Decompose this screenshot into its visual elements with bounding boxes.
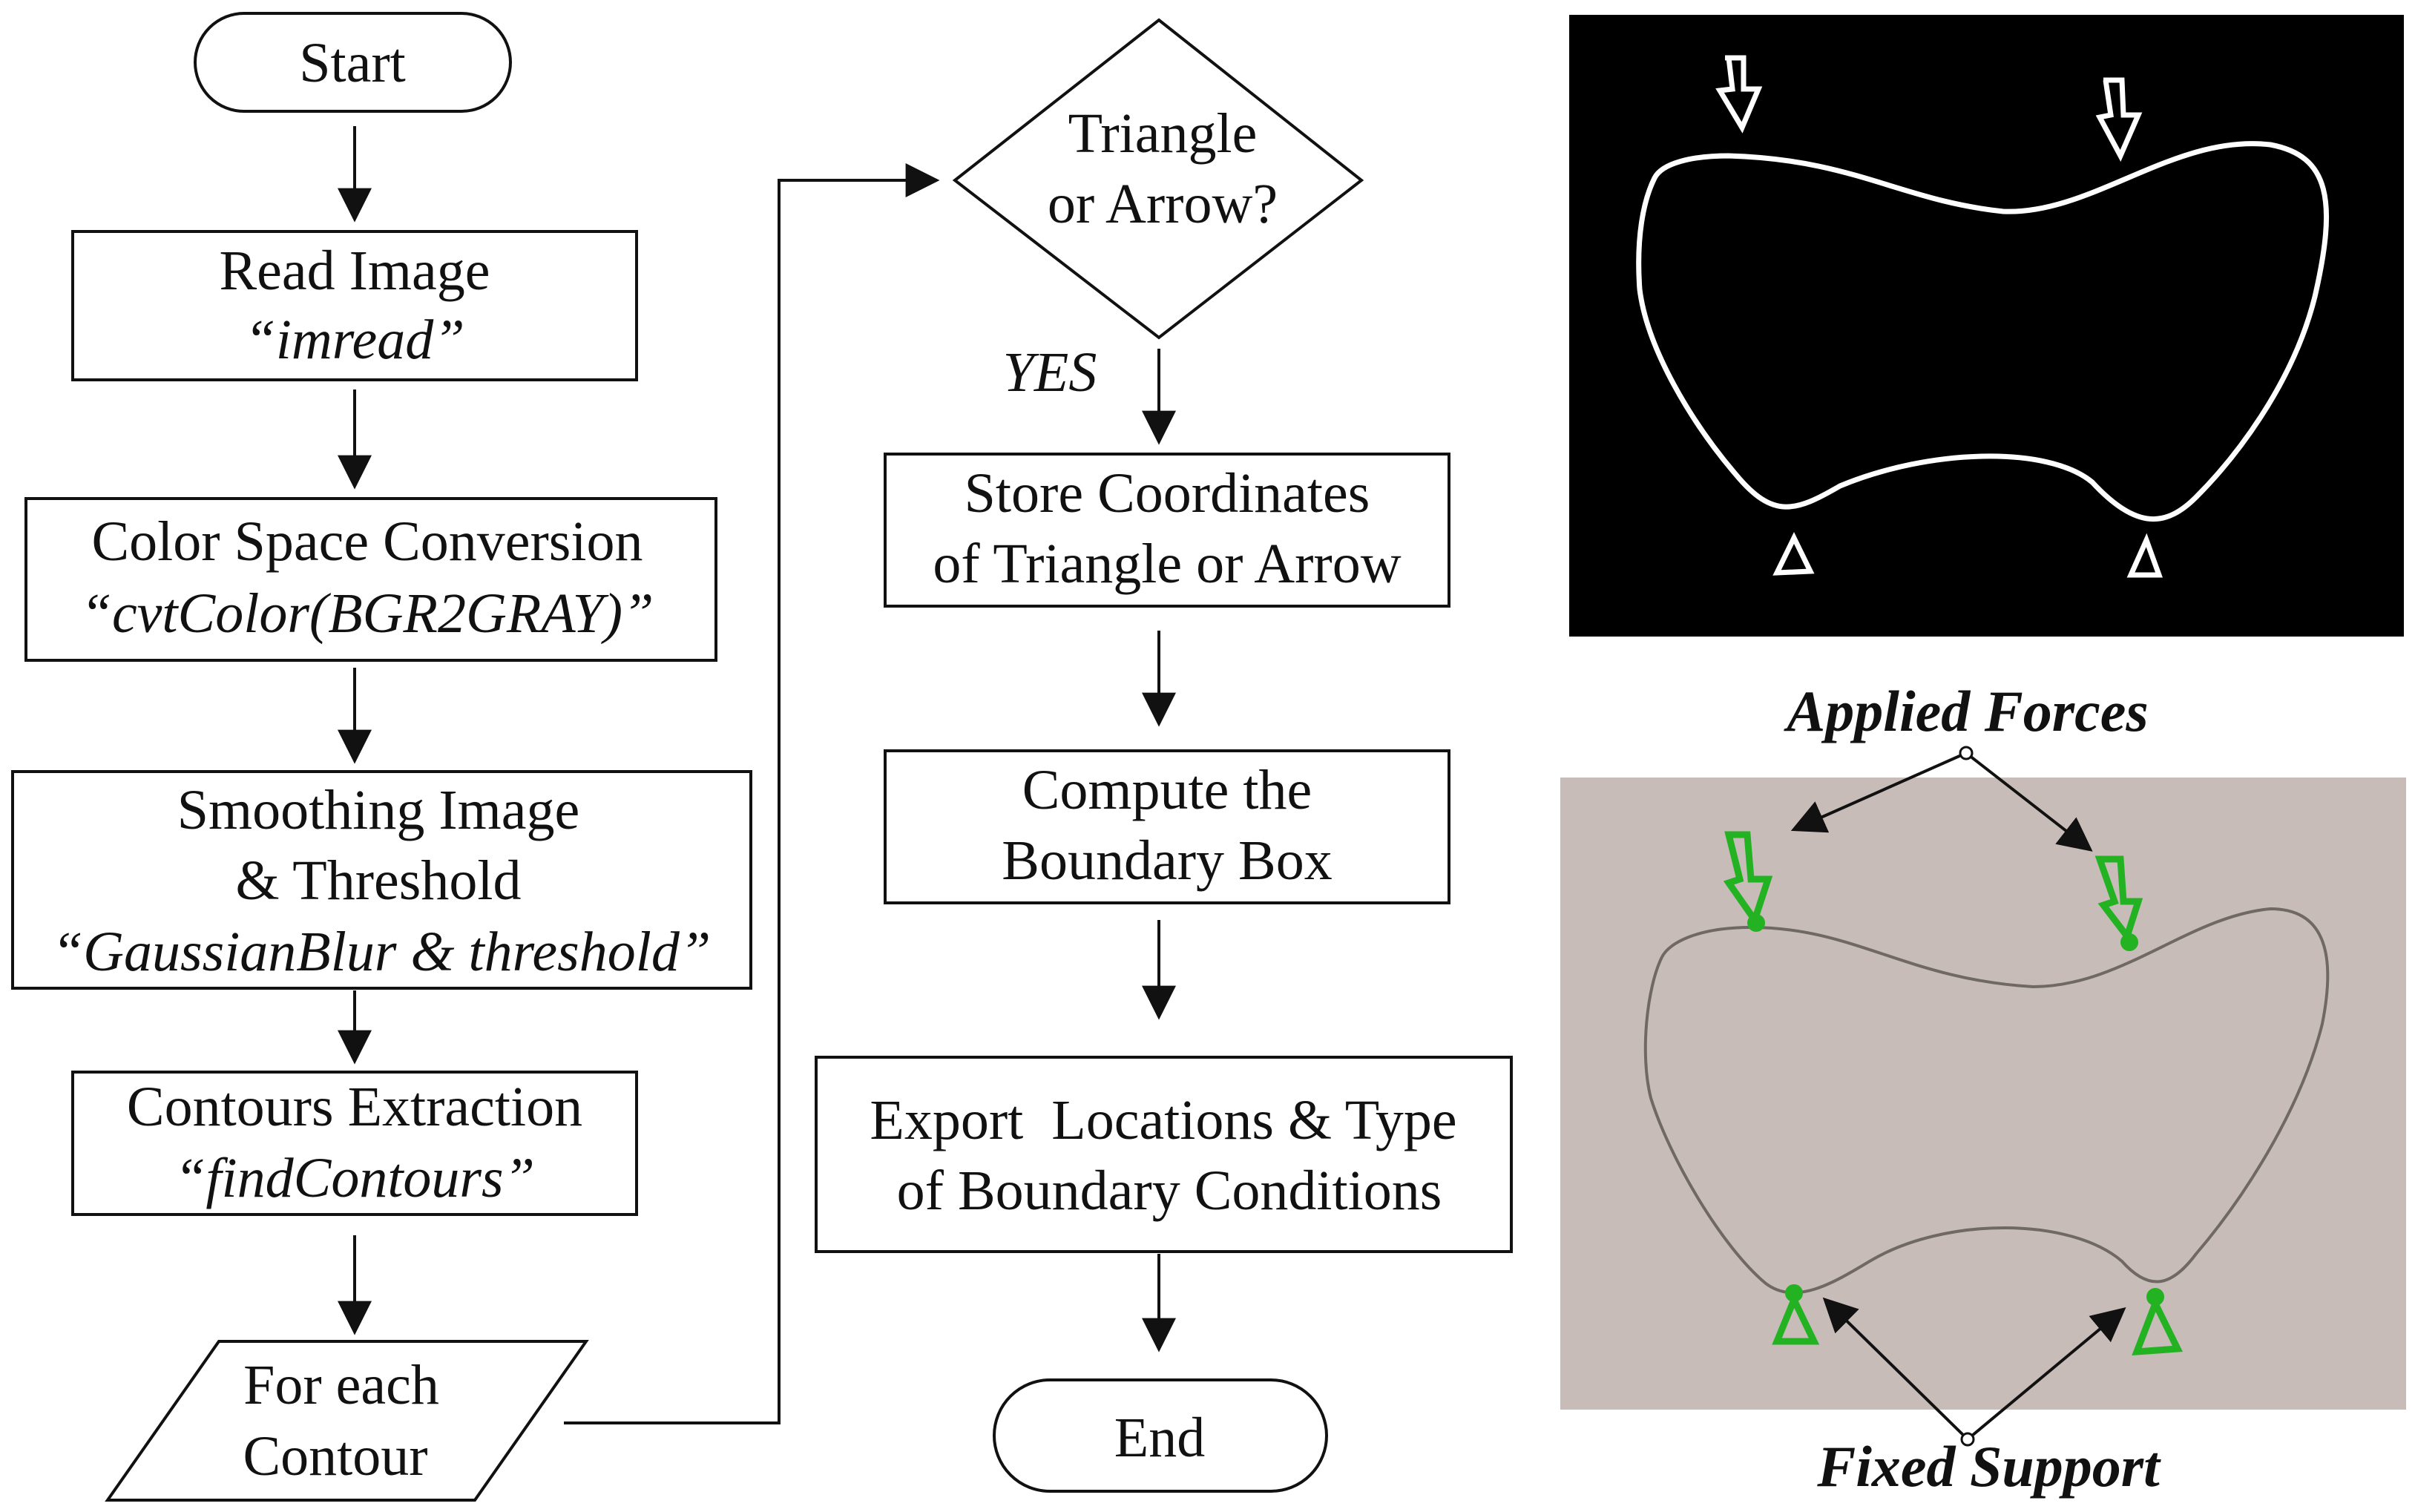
photo-force-point-right — [2120, 933, 2138, 951]
photo-support-marker-left — [1772, 1291, 1820, 1345]
photo-support-marker-right — [2132, 1295, 2183, 1356]
color-space-func: “cvtColor(BGR2GRAY)” — [81, 582, 654, 645]
binary-force-arrow-right — [2095, 77, 2143, 162]
decision-diamond — [952, 18, 1364, 340]
connector-foreach-to-decision — [564, 163, 940, 1424]
compute-line2: Boundary Box — [1002, 829, 1332, 892]
decision-line2: or Arrow? — [1048, 173, 1278, 235]
color-space-title: Color Space Conversion — [91, 510, 643, 573]
export-box — [815, 1056, 1513, 1253]
export-line2: of Boundary Conditions — [897, 1160, 1442, 1222]
smoothing-line1: Smoothing Image — [177, 779, 580, 841]
for-each-line2: Contour — [243, 1425, 427, 1488]
smoothing-func: “GaussianBlur & threshold” — [52, 921, 711, 983]
contours-func: “findContours” — [174, 1147, 535, 1209]
callout-support-right — [1966, 1307, 2126, 1441]
callout-forces-origin — [1959, 746, 1974, 760]
store-coordinates-box — [884, 453, 1450, 608]
fixed-support-label: Fixed Support — [1816, 1434, 2161, 1499]
binary-shape-outline — [1636, 141, 2329, 522]
photo-force-marker-right — [2094, 855, 2143, 944]
callout-forces-left — [1790, 752, 1967, 833]
start-terminal — [194, 12, 512, 113]
applied-forces-label: Applied Forces — [1783, 679, 2148, 743]
callout-support-origin — [1960, 1432, 1975, 1447]
start-label: Start — [299, 32, 406, 94]
for-each-contour-io — [105, 1340, 589, 1502]
store-line2: of Triangle or Arrow — [933, 533, 1401, 595]
read-image-title: Read Image — [219, 240, 490, 302]
contours-box — [71, 1071, 638, 1216]
end-label: End — [1114, 1407, 1205, 1469]
binary-image-panel — [1569, 15, 2404, 637]
export-line1: Export Locations & Type — [870, 1089, 1456, 1151]
decision-line1: Triangle — [1068, 102, 1258, 165]
photo-force-marker-left — [1723, 831, 1773, 927]
photo-panel — [1560, 778, 2406, 1410]
callout-forces-right — [1965, 752, 2093, 852]
photo-shape-outline — [1643, 907, 2330, 1295]
binary-force-arrow-left — [1715, 55, 1763, 134]
smoothing-box — [11, 770, 752, 990]
photo-force-point-left — [1747, 914, 1765, 932]
read-image-box — [71, 230, 638, 381]
compute-line1: Compute the — [1022, 759, 1312, 821]
callout-support-left — [1822, 1297, 1969, 1441]
color-space-box — [24, 497, 717, 662]
compute-box — [884, 749, 1450, 904]
store-line1: Store Coordinates — [965, 462, 1370, 525]
read-image-func: “imread” — [244, 309, 464, 371]
end-terminal — [993, 1378, 1328, 1493]
binary-support-right — [2126, 533, 2163, 578]
contours-title: Contours Extraction — [127, 1076, 582, 1138]
yes-label: YES — [1003, 341, 1097, 404]
for-each-line1: For each — [243, 1354, 439, 1416]
binary-support-left — [1772, 532, 1815, 576]
smoothing-line2: & Threshold — [236, 849, 522, 912]
